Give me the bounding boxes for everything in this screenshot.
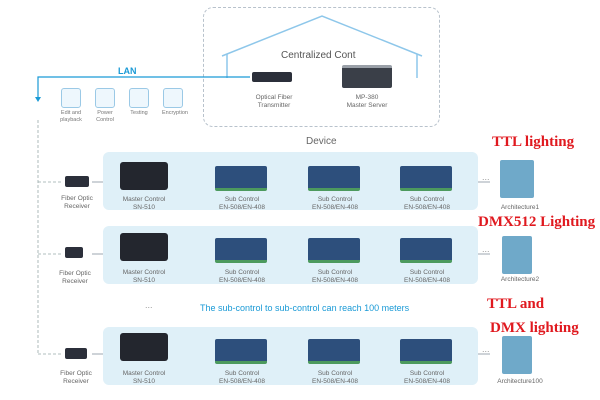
sub-control-2c [400, 238, 452, 263]
lighting-label-2: DMX512 Lighting [478, 214, 596, 230]
row-ellipsis-3: ... [482, 344, 490, 354]
testing-icon [129, 88, 149, 108]
building-label-3: Architecture100 [497, 378, 543, 385]
sub-control-2b [308, 238, 360, 263]
row-ellipsis-2: ... [482, 244, 490, 254]
master-control-1 [120, 162, 168, 190]
lighting-label-3a: TTL and [487, 296, 545, 312]
sub-control-1a [215, 166, 267, 191]
row-ellipsis-1: ... [482, 172, 490, 182]
optical-fiber-transmitter [252, 72, 292, 82]
fiber-receiver-3 [65, 348, 87, 359]
building-icon-2 [502, 236, 532, 274]
building-label-2: Architecture2 [500, 276, 540, 283]
device-label: Device [306, 136, 337, 147]
sub-control-3c [400, 339, 452, 364]
central-control-box [203, 7, 440, 127]
master-control-2 [120, 233, 168, 261]
house-roof [221, 15, 423, 57]
feature-encryption[interactable]: Encryption [162, 88, 188, 117]
sub-control-2a [215, 238, 267, 263]
feature-testing[interactable]: Testing [128, 88, 150, 117]
house-title: Centralized Cont [281, 50, 356, 61]
fiber-receiver-1 [65, 176, 89, 187]
sub-control-1b [308, 166, 360, 191]
lan-label: LAN [118, 66, 137, 76]
master-control-3 [120, 333, 168, 361]
feature-power-control[interactable]: Power Control [94, 88, 116, 123]
lan-arrow [35, 97, 41, 102]
master-server [342, 65, 392, 88]
middle-ellipsis: ... [145, 300, 153, 310]
building-icon-1 [500, 160, 534, 198]
distance-note: The sub-control to sub-control can reach… [200, 303, 410, 313]
lighting-label-3b: DMX lighting [490, 320, 579, 336]
edit-playback-icon [61, 88, 81, 108]
sub-control-1c [400, 166, 452, 191]
power-control-icon [95, 88, 115, 108]
fiber-receiver-2 [65, 247, 83, 258]
lan-line [37, 76, 250, 98]
building-label-1: Architecture1 [500, 204, 540, 211]
sub-control-3b [308, 339, 360, 364]
feature-edit-playback[interactable]: Edit and playback [60, 88, 82, 123]
building-icon-3 [502, 336, 532, 374]
sub-control-3a [215, 339, 267, 364]
lock-icon [163, 88, 183, 108]
lighting-label-1: TTL lighting [492, 134, 575, 150]
